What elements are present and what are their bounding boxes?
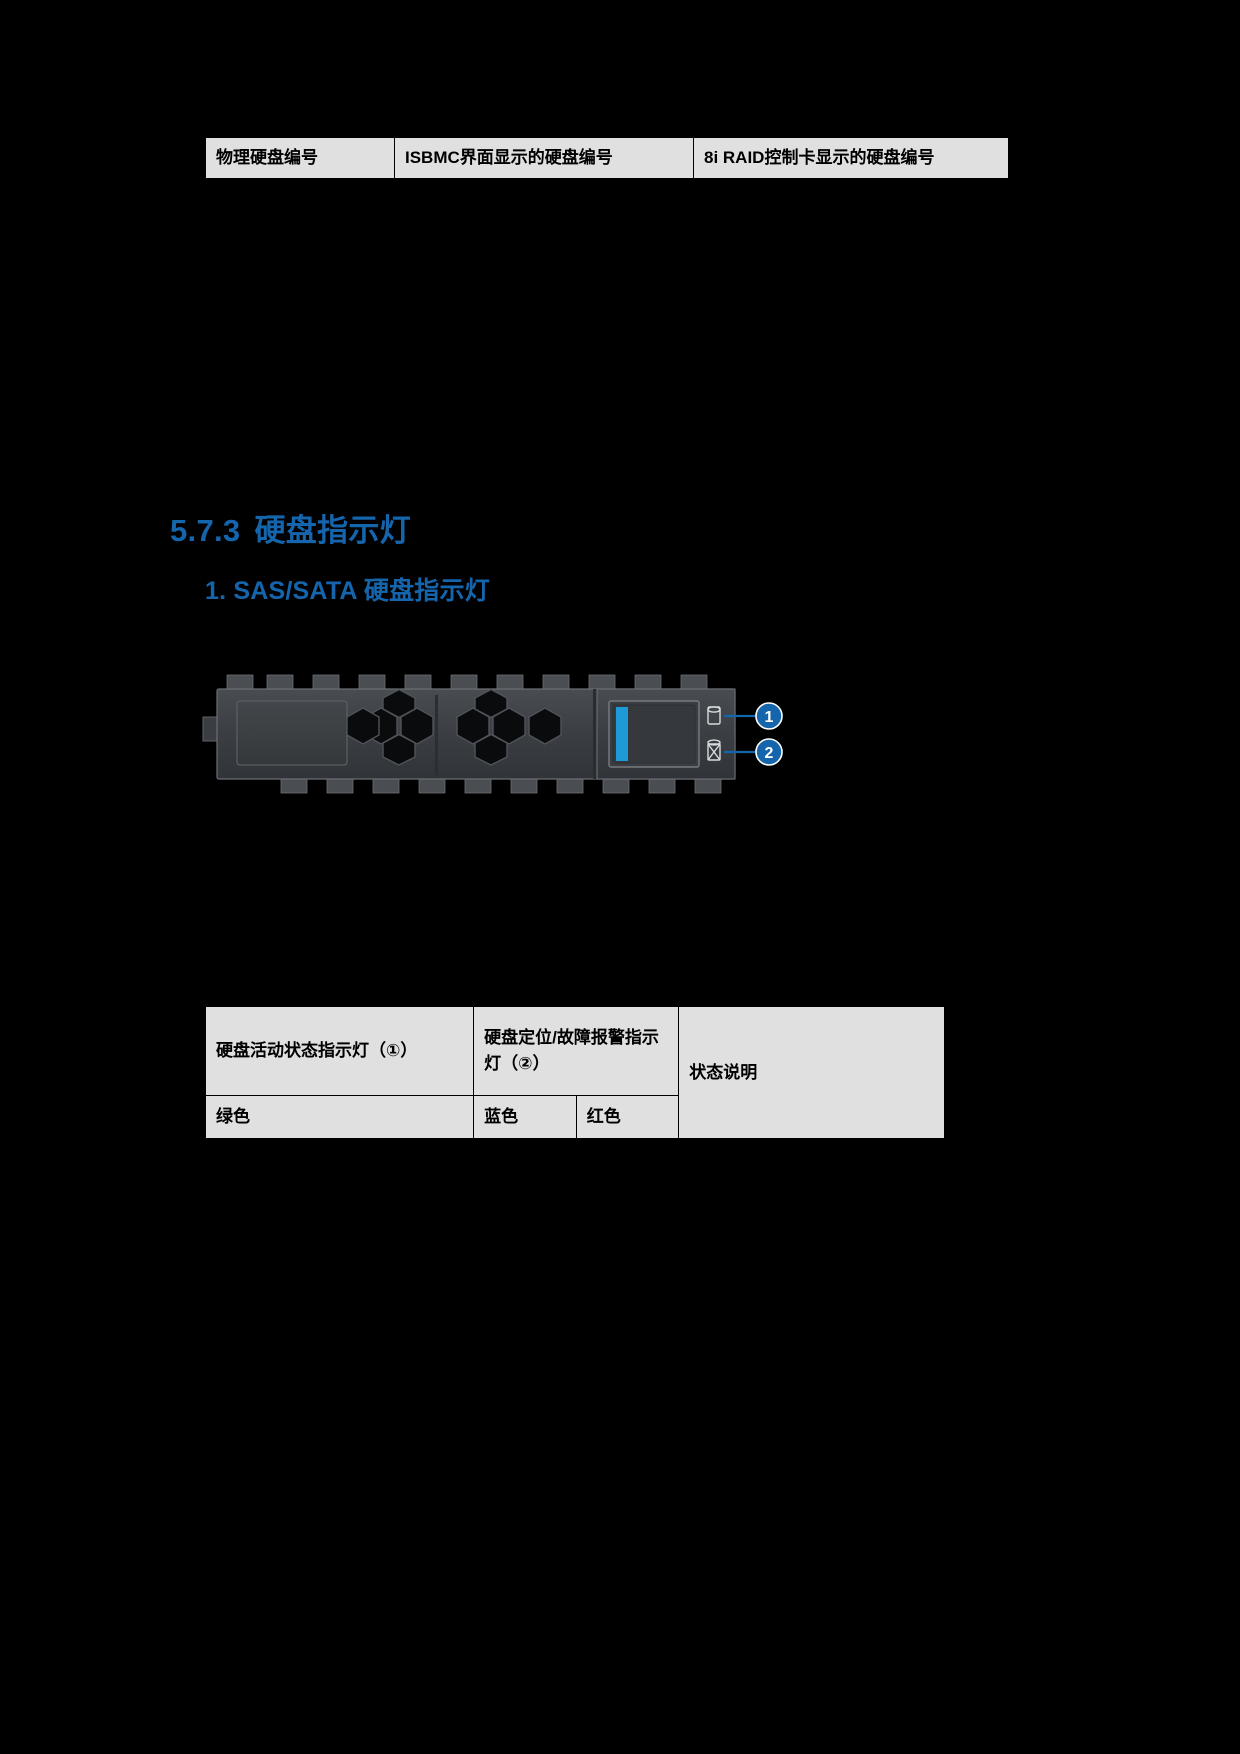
header-status-description: 状态说明 — [678, 1005, 945, 1140]
table-header-physical-disk-number: 物理硬盘编号 — [205, 136, 395, 180]
subsection-heading: 1. SAS/SATA 硬盘指示灯 — [205, 577, 490, 605]
section-number: 5.7.3 — [170, 513, 241, 548]
callout-2-label: 2 — [765, 745, 774, 762]
release-latch-blue — [616, 707, 628, 761]
table-row: 物理硬盘编号 ISBMC界面显示的硬盘编号 8i RAID控制卡显示的硬盘编号 — [205, 136, 1009, 180]
callout-1-label: 1 — [765, 709, 774, 726]
carrier-bottom-tabs — [280, 777, 722, 794]
section-heading: 5.7.3 硬盘指示灯 — [170, 505, 411, 550]
carrier-right-divider — [593, 689, 597, 779]
header-locate-fault-indicator: 硬盘定位/故障报警指示灯（②） — [473, 1006, 680, 1096]
table-row: 绿色 蓝色 红色 — [204, 1094, 945, 1140]
drive-activity-icon — [707, 706, 721, 725]
cell-color-blue: 蓝色 — [473, 1094, 577, 1140]
drive-fault-locate-icon — [707, 739, 721, 761]
drive-indicator-figure: 1 2 — [195, 665, 805, 810]
carrier-top-tabs — [226, 674, 708, 692]
table-header-isbmc-disk-number: ISBMC界面显示的硬盘编号 — [394, 136, 694, 180]
table-row: 硬盘活动状态指示灯（①） 硬盘定位/故障报警指示灯（②） 状态说明 — [204, 1005, 945, 1140]
callout-2: 2 — [755, 738, 783, 766]
table-header-raid-disk-number: 8i RAID控制卡显示的硬盘编号 — [693, 136, 1009, 180]
carrier-divider — [435, 695, 438, 775]
carrier-blank-panel — [236, 700, 348, 766]
section-title: 硬盘指示灯 — [254, 513, 411, 548]
callout-1: 1 — [755, 702, 783, 730]
cell-color-green: 绿色 — [204, 1094, 475, 1140]
carrier-vent-honeycomb — [346, 688, 562, 766]
physical-disk-mapping-table: 物理硬盘编号 ISBMC界面显示的硬盘编号 8i RAID控制卡显示的硬盘编号 — [205, 136, 1009, 180]
drive-indicator-status-table: 硬盘活动状态指示灯（①） 硬盘定位/故障报警指示灯（②） 状态说明 绿色 蓝色 … — [204, 1005, 945, 1140]
cell-color-red: 红色 — [575, 1094, 680, 1140]
header-activity-indicator: 硬盘活动状态指示灯（①） — [204, 1006, 475, 1096]
